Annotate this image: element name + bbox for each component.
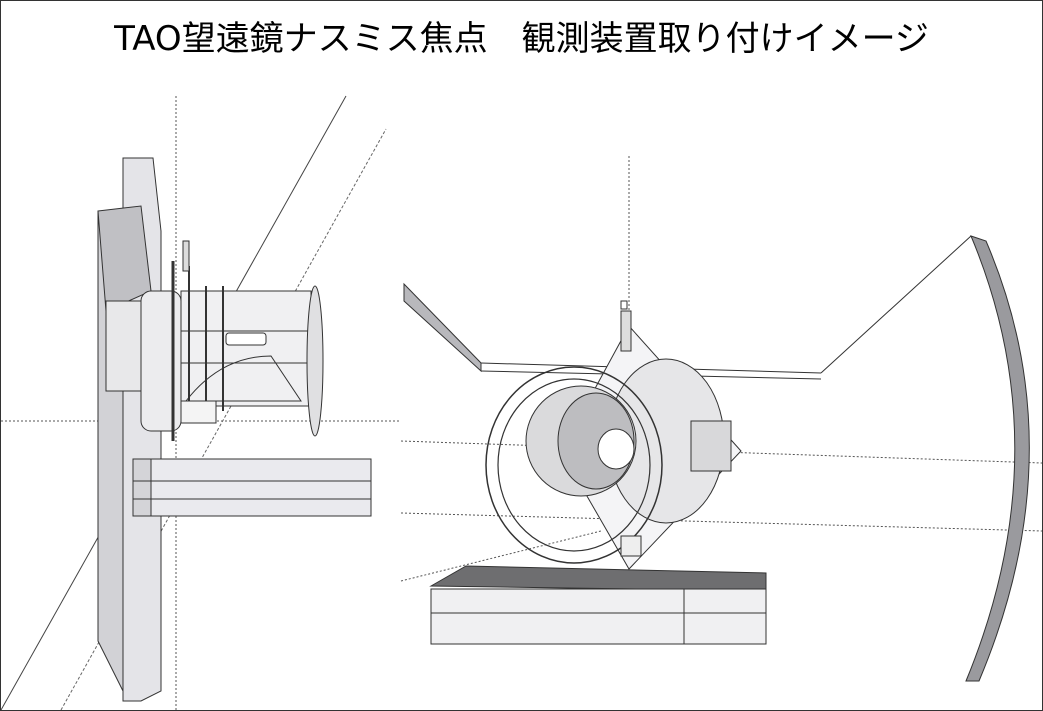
slide-title: TAO望遠鏡ナスミス焦点 観測装置取り付けイメージ — [114, 19, 929, 59]
left-side-view — [1, 95, 401, 710]
platform — [132, 458, 372, 517]
outer-arc — [965, 235, 1030, 682]
left-arm — [403, 282, 482, 373]
front-ring — [485, 366, 663, 564]
base-block — [429, 565, 767, 592]
right-perspective-view — [400, 156, 1042, 682]
instrument-cylinder — [180, 290, 312, 407]
